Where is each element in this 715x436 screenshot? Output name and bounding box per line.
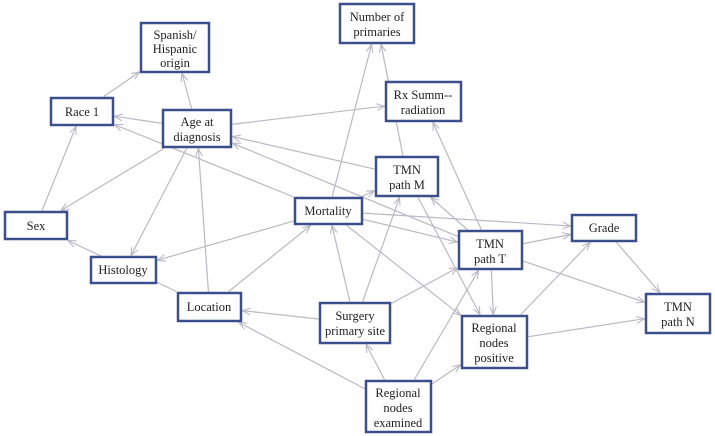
edge-surgery-to-mortality xyxy=(332,226,351,302)
node-grade: Grade xyxy=(570,213,638,243)
edge-grade-to-tmn_n xyxy=(616,242,660,293)
node-location: Location xyxy=(176,291,243,323)
node-sex: Sex xyxy=(3,210,69,241)
edge-tmn_t-to-rx_summ xyxy=(433,123,482,230)
node-mortality: Mortality xyxy=(293,196,364,226)
edge-tmn_t-to-age xyxy=(233,143,458,237)
edges-layer xyxy=(41,45,660,390)
svg-text:Grade: Grade xyxy=(589,221,620,235)
edge-age-to-histology xyxy=(131,148,188,256)
edge-age-to-spanish xyxy=(182,74,193,109)
edge-tmn_t-to-tmn_n xyxy=(523,260,645,302)
edge-sex-to-race xyxy=(41,127,76,211)
edge-age-to-sex xyxy=(61,147,165,211)
node-rx-summ-radiation: Rx Summ--radiation xyxy=(384,80,463,123)
edge-surgery-to-tmn_m xyxy=(362,198,400,302)
edge-mortality-to-race xyxy=(115,125,294,198)
edge-regional_exam-to-tmn_t xyxy=(413,271,478,380)
svg-text:Location: Location xyxy=(187,300,232,314)
edge-age-to-race xyxy=(115,116,162,124)
edge-mortality-to-number_primaries xyxy=(331,45,371,197)
svg-text:Mortality: Mortality xyxy=(304,204,352,218)
edge-regional_pos-to-grade xyxy=(520,243,590,315)
edge-regional_pos-to-tmn_n xyxy=(528,319,645,338)
edge-mortality-to-regional_pos xyxy=(346,225,461,316)
node-race-1: Race 1 xyxy=(49,96,115,127)
edge-tmn_t-to-grade xyxy=(523,234,571,245)
edge-mortality-to-tmn_m xyxy=(361,191,374,197)
edge-regional_exam-to-location xyxy=(239,323,365,390)
edge-regional_exam-to-surgery xyxy=(366,345,385,380)
edge-location-to-mortality xyxy=(228,226,311,292)
edge-regional_exam-to-regional_pos xyxy=(432,365,461,385)
svg-text:Race 1: Race 1 xyxy=(65,105,99,119)
edge-location-to-age xyxy=(198,149,210,292)
edge-mortality-to-histology xyxy=(158,220,294,260)
edge-surgery-to-tmn_t xyxy=(391,268,458,304)
edge-tmn_t-to-regional_pos xyxy=(491,270,493,315)
edge-mortality-to-tmn_t xyxy=(363,218,458,242)
svg-text:Histology: Histology xyxy=(98,263,148,277)
edge-mortality-to-grade xyxy=(363,212,571,226)
edge-tmn_t-to-tmn_m xyxy=(431,198,468,230)
edge-tmn_m-to-age xyxy=(233,137,375,170)
svg-text:Sex: Sex xyxy=(27,219,47,233)
node-histology: Histology xyxy=(89,255,158,285)
edge-race-to-spanish xyxy=(103,72,140,97)
edge-surgery-to-location xyxy=(243,311,319,320)
edge-age-to-rx_summ xyxy=(232,106,385,125)
edge-tmn_m-to-regional_pos xyxy=(417,197,480,315)
svg-text:Rx Summ--radiation: Rx Summ--radiation xyxy=(394,88,453,117)
